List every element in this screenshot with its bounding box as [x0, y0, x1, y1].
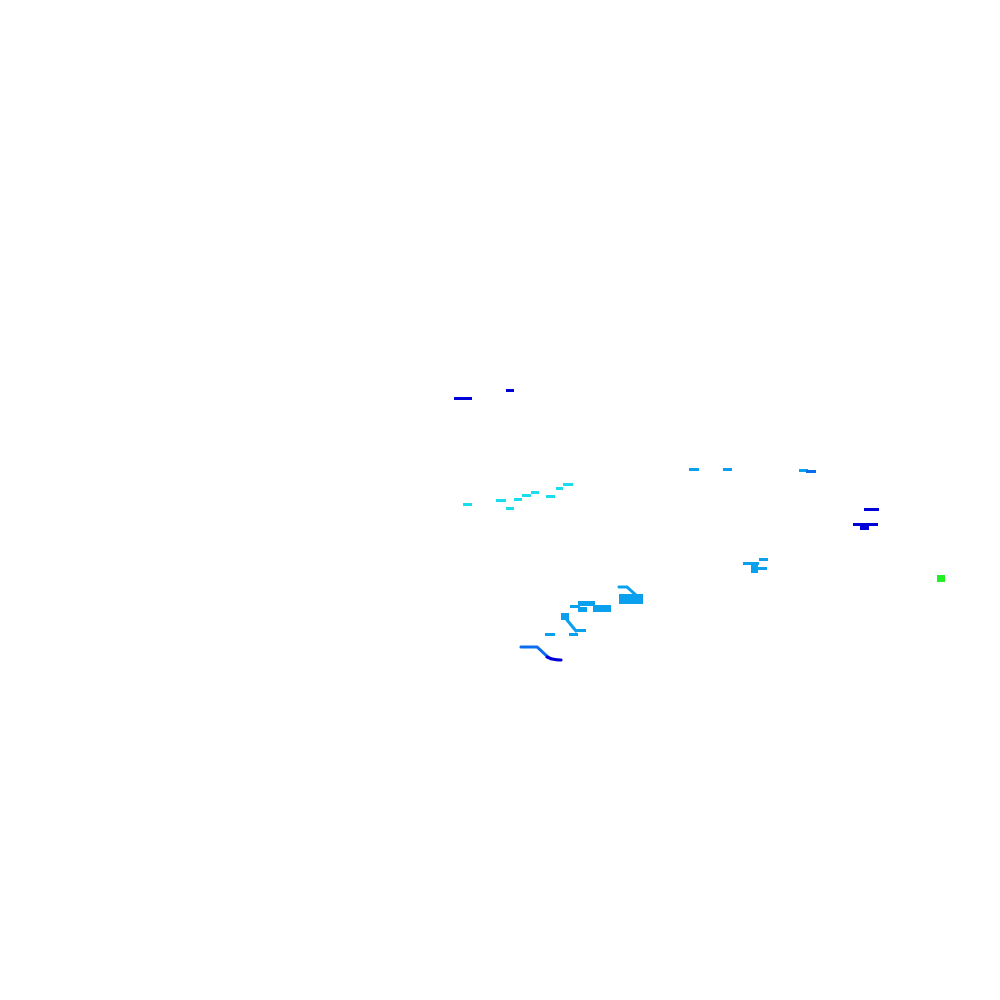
dash — [569, 633, 578, 636]
stroke — [545, 655, 563, 662]
block — [593, 605, 611, 612]
dash — [546, 495, 555, 498]
block — [619, 594, 643, 604]
dash — [522, 494, 531, 497]
cluster-sky-blue-row — [689, 468, 816, 473]
cluster-sky-blue-lower — [545, 585, 643, 636]
cluster-cyan — [463, 483, 573, 510]
dash — [463, 503, 472, 506]
dash — [757, 567, 767, 570]
dash — [853, 523, 878, 526]
dash — [496, 499, 506, 502]
cluster-dark-blue-upper — [454, 389, 514, 400]
dash — [556, 487, 563, 490]
dash — [514, 498, 522, 501]
dash — [576, 629, 586, 632]
block — [578, 601, 595, 606]
dash — [563, 483, 573, 486]
stroke — [565, 618, 578, 633]
cluster-bottom-curve — [519, 645, 563, 662]
dash — [759, 558, 768, 561]
dash — [531, 491, 539, 494]
point — [937, 575, 945, 582]
cluster-sky-blue-middle — [743, 558, 768, 573]
dash — [689, 468, 699, 471]
dash — [570, 605, 580, 608]
dash — [743, 562, 759, 565]
dash — [454, 397, 472, 400]
dash — [860, 526, 869, 530]
dash — [506, 389, 514, 392]
dash — [578, 607, 587, 612]
dash — [545, 633, 555, 636]
dash — [751, 569, 758, 573]
dash — [751, 565, 758, 569]
dash — [799, 469, 808, 472]
block — [561, 613, 569, 620]
cluster-green — [937, 575, 945, 582]
dash — [864, 508, 879, 511]
dash — [506, 507, 514, 510]
dash — [723, 468, 732, 471]
cluster-dark-blue-right — [853, 508, 879, 530]
stroke — [617, 585, 639, 598]
dash — [806, 470, 816, 473]
